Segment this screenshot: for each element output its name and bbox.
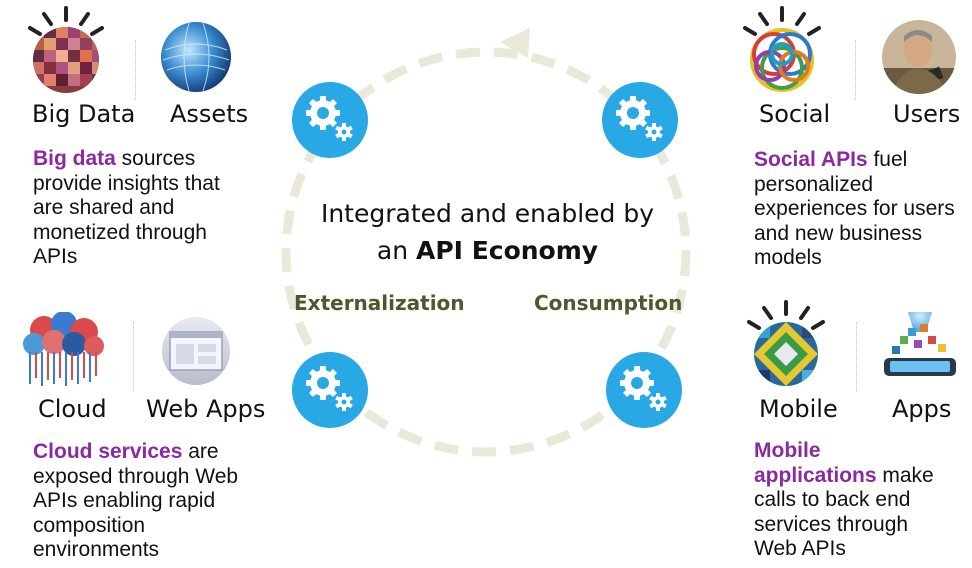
externalization-label: Externalization bbox=[294, 291, 465, 315]
mobile-mosaic-icon bbox=[747, 300, 825, 386]
social-description: Social APIs fuel personalized experience… bbox=[754, 148, 955, 269]
center-title-line1: Integrated and enabled by bbox=[320, 199, 655, 228]
globe-icon bbox=[161, 22, 231, 92]
tablet-apps-icon bbox=[884, 312, 956, 376]
cloud-label: Cloud bbox=[38, 395, 107, 423]
users-label: Users bbox=[893, 100, 961, 128]
big-data-label: Big Data bbox=[32, 100, 136, 128]
center-title-line2: an API Economy bbox=[376, 236, 599, 265]
center-title: Integrated and enabled by an API Economy bbox=[290, 195, 685, 269]
social-label: Social bbox=[759, 100, 831, 128]
gear-icon bbox=[606, 352, 682, 428]
divider bbox=[856, 322, 857, 392]
mobile-label: Mobile bbox=[759, 395, 838, 423]
divider bbox=[135, 40, 136, 100]
web-apps-label: Web Apps bbox=[146, 395, 266, 423]
big-data-description: Big data sources provide insights that a… bbox=[33, 147, 220, 268]
cycle-arrowhead bbox=[500, 28, 530, 58]
mosaic-icon bbox=[28, 6, 104, 93]
apps-label: Apps bbox=[892, 395, 952, 423]
browser-window-icon bbox=[162, 317, 230, 385]
api-economy-text: API Economy bbox=[416, 236, 599, 265]
cloud-description: Cloud services are exposed through Web A… bbox=[33, 440, 239, 561]
consumption-label: Consumption bbox=[534, 291, 683, 315]
gear-icon bbox=[602, 82, 678, 158]
mobile-description: Mobile applications make calls to back e… bbox=[754, 439, 934, 560]
divider bbox=[855, 40, 856, 100]
colorful-rings-icon bbox=[743, 6, 821, 92]
gear-icon bbox=[292, 352, 368, 428]
divider bbox=[133, 322, 134, 392]
assets-label: Assets bbox=[170, 100, 249, 128]
user-photo-icon bbox=[882, 20, 956, 94]
cloud-icon bbox=[23, 312, 104, 386]
gear-icon bbox=[292, 82, 368, 158]
